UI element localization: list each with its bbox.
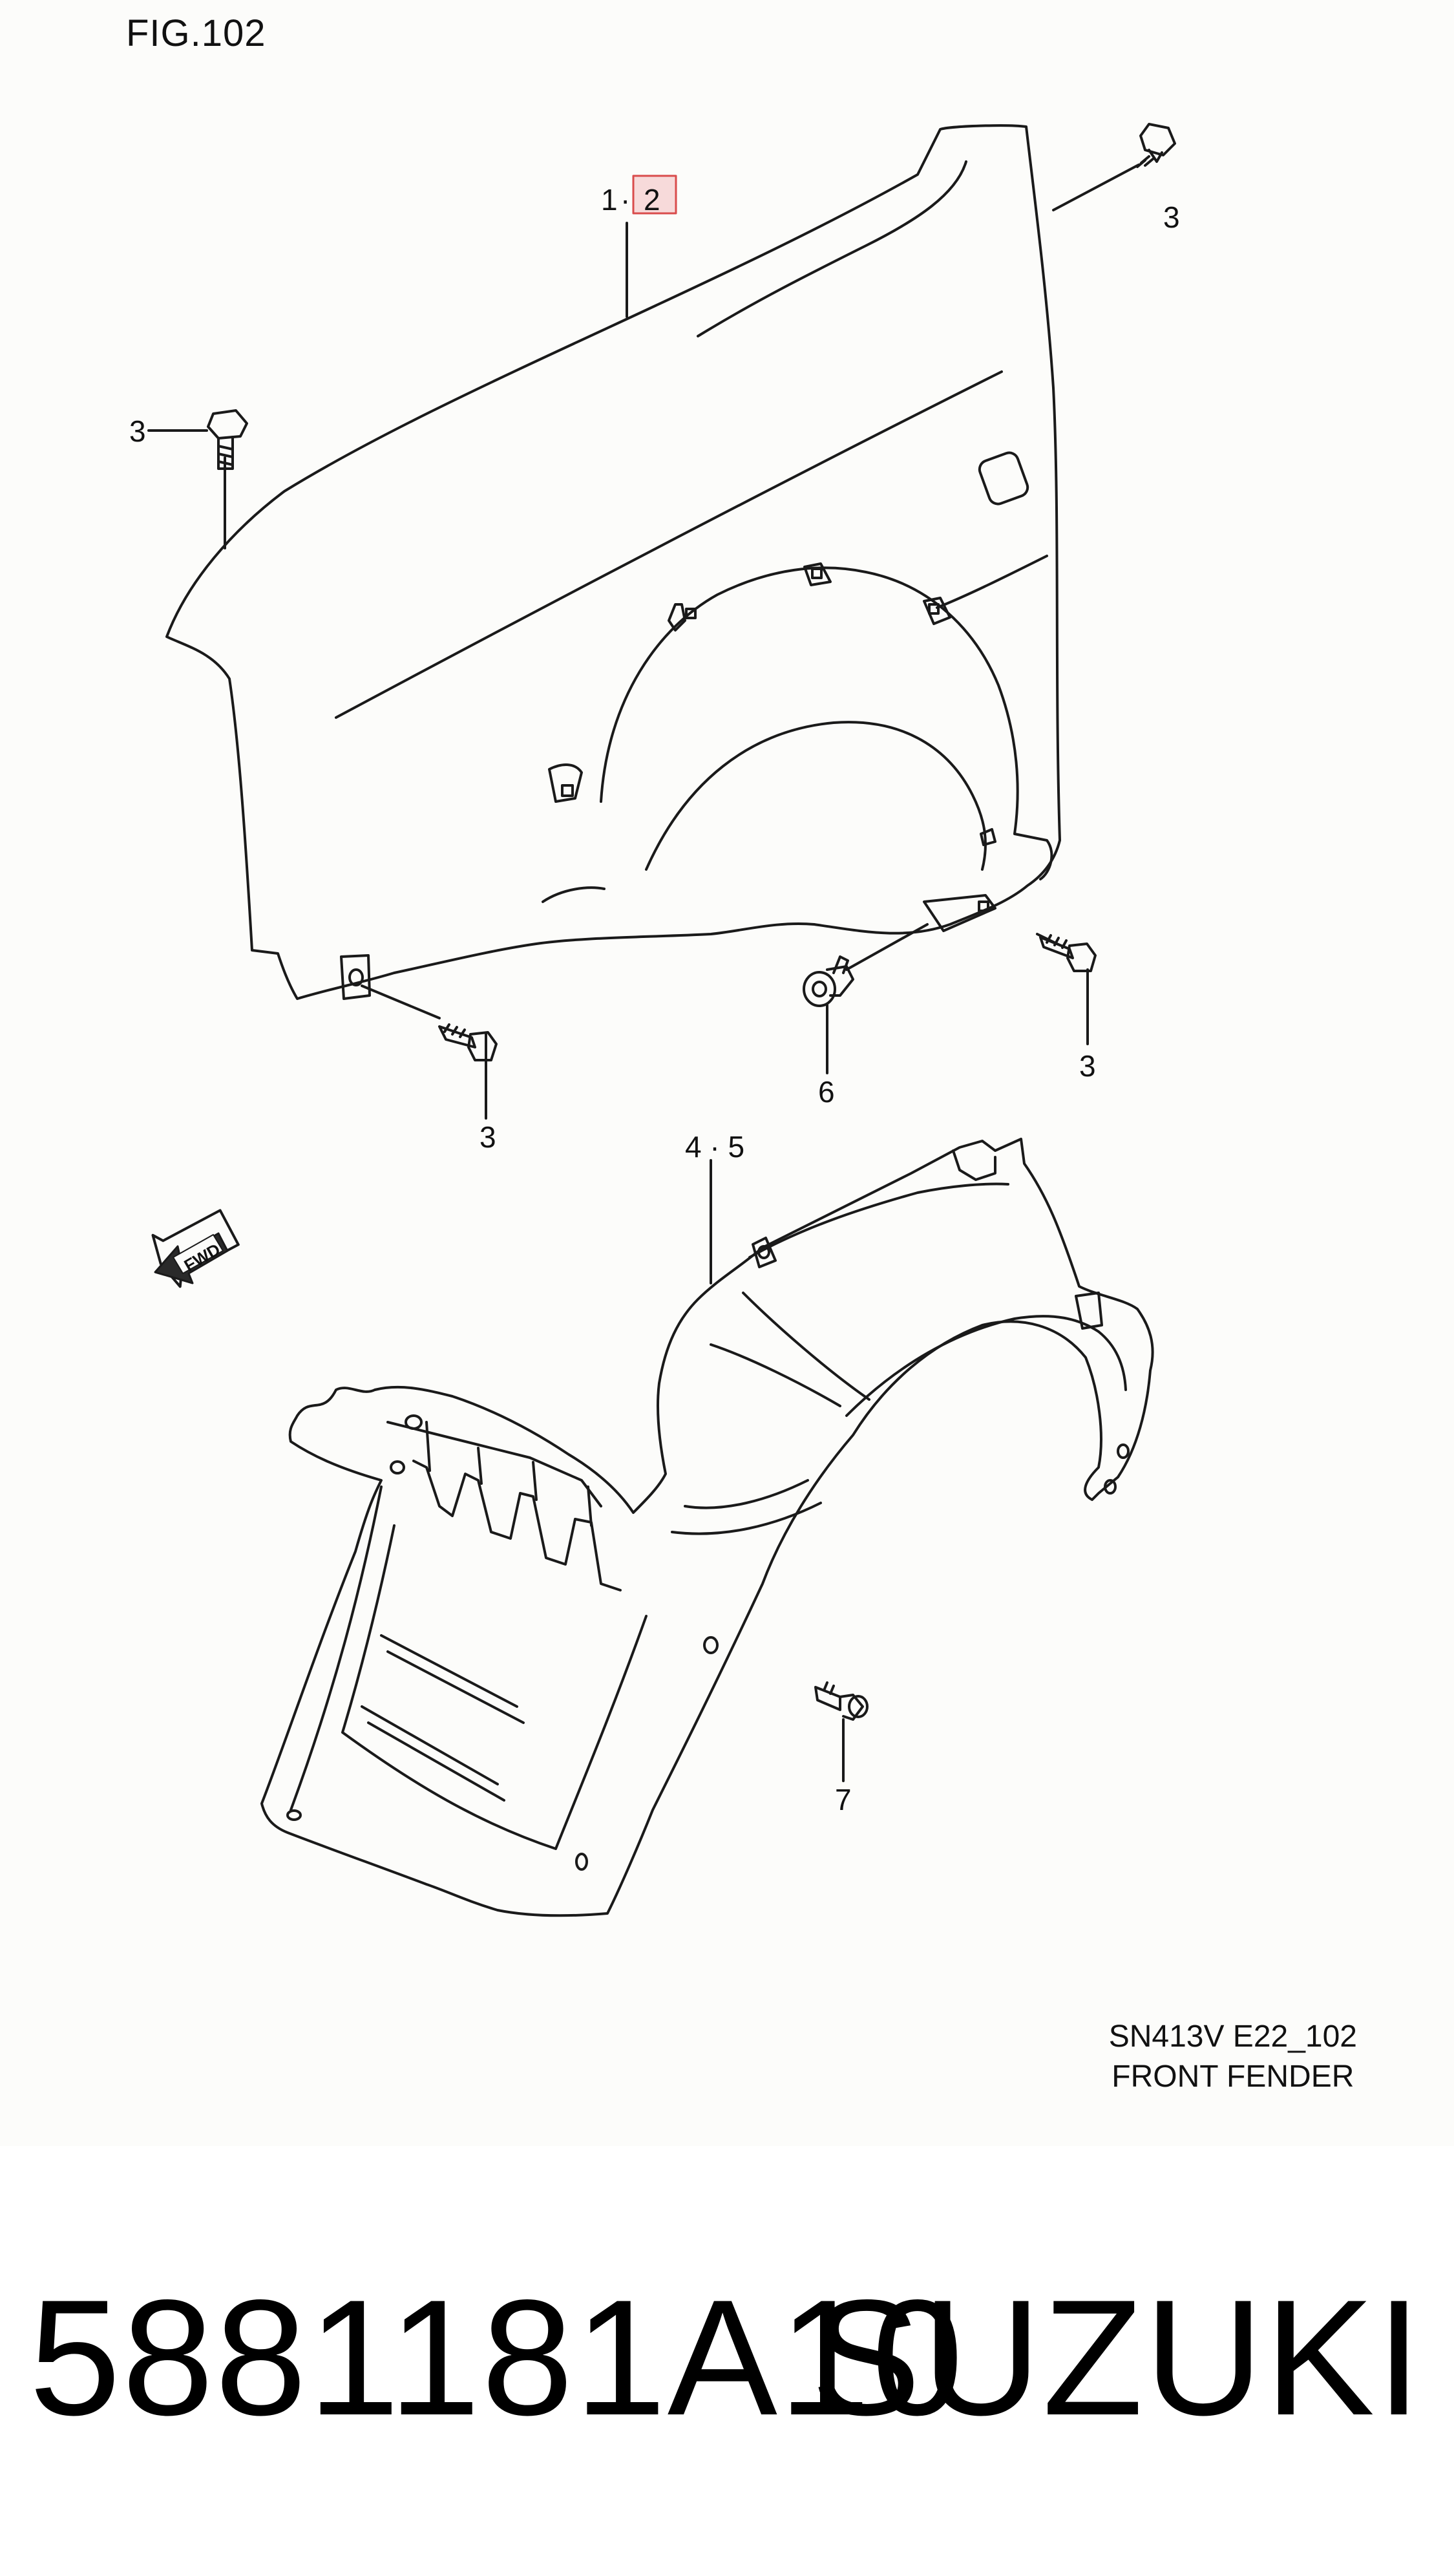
liner-lower-rib — [367, 1721, 505, 1802]
callout-bolt-top-right: 3 — [1163, 200, 1180, 234]
front-fender — [165, 124, 1061, 1000]
liner-rear-hole — [1117, 1443, 1130, 1459]
highlight-box-part-2 — [632, 175, 677, 215]
arch-tab-hole — [928, 603, 940, 615]
callout-bolt-bottom-right: 3 — [1079, 1049, 1096, 1083]
arch-tab — [923, 597, 951, 625]
fender-character-line — [335, 370, 1003, 719]
fender-wheel-arch-inner — [645, 721, 987, 871]
fender-lower-line — [936, 555, 1048, 609]
fwd-arrow-face — [173, 1234, 224, 1274]
arch-tab — [803, 562, 832, 586]
clip-7 — [814, 1681, 869, 1721]
side-marker-lamp — [978, 451, 1029, 506]
figure-caption: SN413V E22_102 FRONT FENDER — [1109, 2017, 1357, 2097]
liner-left-tab — [752, 1237, 777, 1268]
figure-title: FIG.102 — [126, 12, 266, 54]
bolt-left — [147, 409, 248, 470]
fender-top-crease — [697, 160, 967, 337]
liner-hole — [575, 1853, 588, 1871]
parts-diagram: FWD — [129, 123, 1180, 1917]
callout-bolt-bottom-left: 3 — [479, 1120, 496, 1154]
bottom-banner — [0, 2146, 1454, 2576]
fender-wheel-arch-outer — [600, 566, 1053, 880]
liner-left-tab-hole — [757, 1245, 770, 1259]
liner-hole — [405, 1414, 423, 1430]
liner-lower-rib — [380, 1634, 518, 1708]
liner-hole — [286, 1809, 302, 1821]
bracket-hole — [978, 900, 989, 912]
rear-flange-slot — [980, 828, 996, 846]
liner-rib — [671, 1502, 822, 1535]
brand-name: SUZUKI — [810, 2266, 1423, 2450]
liner-rib — [742, 1292, 870, 1401]
liner-arch-inner — [845, 1315, 1100, 1417]
caption-description: FRONT FENDER — [1112, 2060, 1354, 2094]
callout-fender-sep: · — [620, 183, 630, 217]
callout-fender-a: 1 — [601, 183, 618, 217]
leader-bolt-bottom-left-h — [361, 985, 441, 1019]
liner-lower-rib — [386, 1650, 525, 1724]
liner-rib — [710, 1343, 841, 1407]
liner-hole — [390, 1460, 405, 1474]
liner-top-tab — [952, 1149, 996, 1181]
bolt-bottom-left — [438, 1023, 498, 1061]
liner-outline — [260, 1138, 1154, 1917]
arch-tab — [668, 603, 686, 632]
leader-clip-6-diag — [845, 923, 929, 971]
diagram-panel: FIG.102 — [126, 12, 1357, 2097]
callout-liner: 4 · 5 — [685, 1130, 744, 1164]
callout-bolt-left: 3 — [129, 414, 146, 448]
fender-lower-tab — [542, 886, 606, 903]
liner-rib — [684, 1479, 809, 1509]
fender-lower-tab-hole — [561, 784, 574, 797]
inner-fender-liner — [260, 1138, 1154, 1917]
liner-lower-panel-inner — [341, 1524, 648, 1850]
fender-front-tab-hole — [348, 968, 364, 986]
liner-upper-rib — [748, 1182, 1009, 1259]
liner-arch-edge — [1097, 1330, 1127, 1391]
clip-6 — [803, 955, 854, 1007]
liner-arch-rear-tab — [1075, 1292, 1103, 1330]
fender-outline — [165, 124, 1061, 1000]
liner-baffle — [412, 1460, 622, 1591]
liner-lower-rib — [361, 1705, 499, 1785]
caption-model-code: SN413V E22_102 — [1108, 2019, 1357, 2054]
fender-lower-tab — [548, 763, 583, 803]
fender-front-tab — [340, 954, 371, 1000]
arch-tab-hole — [811, 568, 823, 579]
liner-baffle-edge — [425, 1421, 593, 1527]
liner-baffle-top — [386, 1421, 602, 1507]
callout-clip-7: 7 — [835, 1783, 852, 1816]
liner-hole — [703, 1636, 719, 1654]
liner-rear-hole — [1104, 1479, 1117, 1495]
bolt-bottom-right — [1039, 934, 1097, 972]
liner-lower-panel — [290, 1485, 383, 1811]
callout-clip-6: 6 — [818, 1075, 835, 1109]
leader-bolt-top-right — [1052, 164, 1140, 211]
bolt-top-right — [1136, 123, 1176, 168]
callout-fender-b: 2 — [644, 183, 660, 217]
fender-rear-bracket — [923, 894, 996, 932]
arch-tab-hole — [685, 608, 697, 619]
part-number: 5881181A10 — [29, 2266, 965, 2450]
